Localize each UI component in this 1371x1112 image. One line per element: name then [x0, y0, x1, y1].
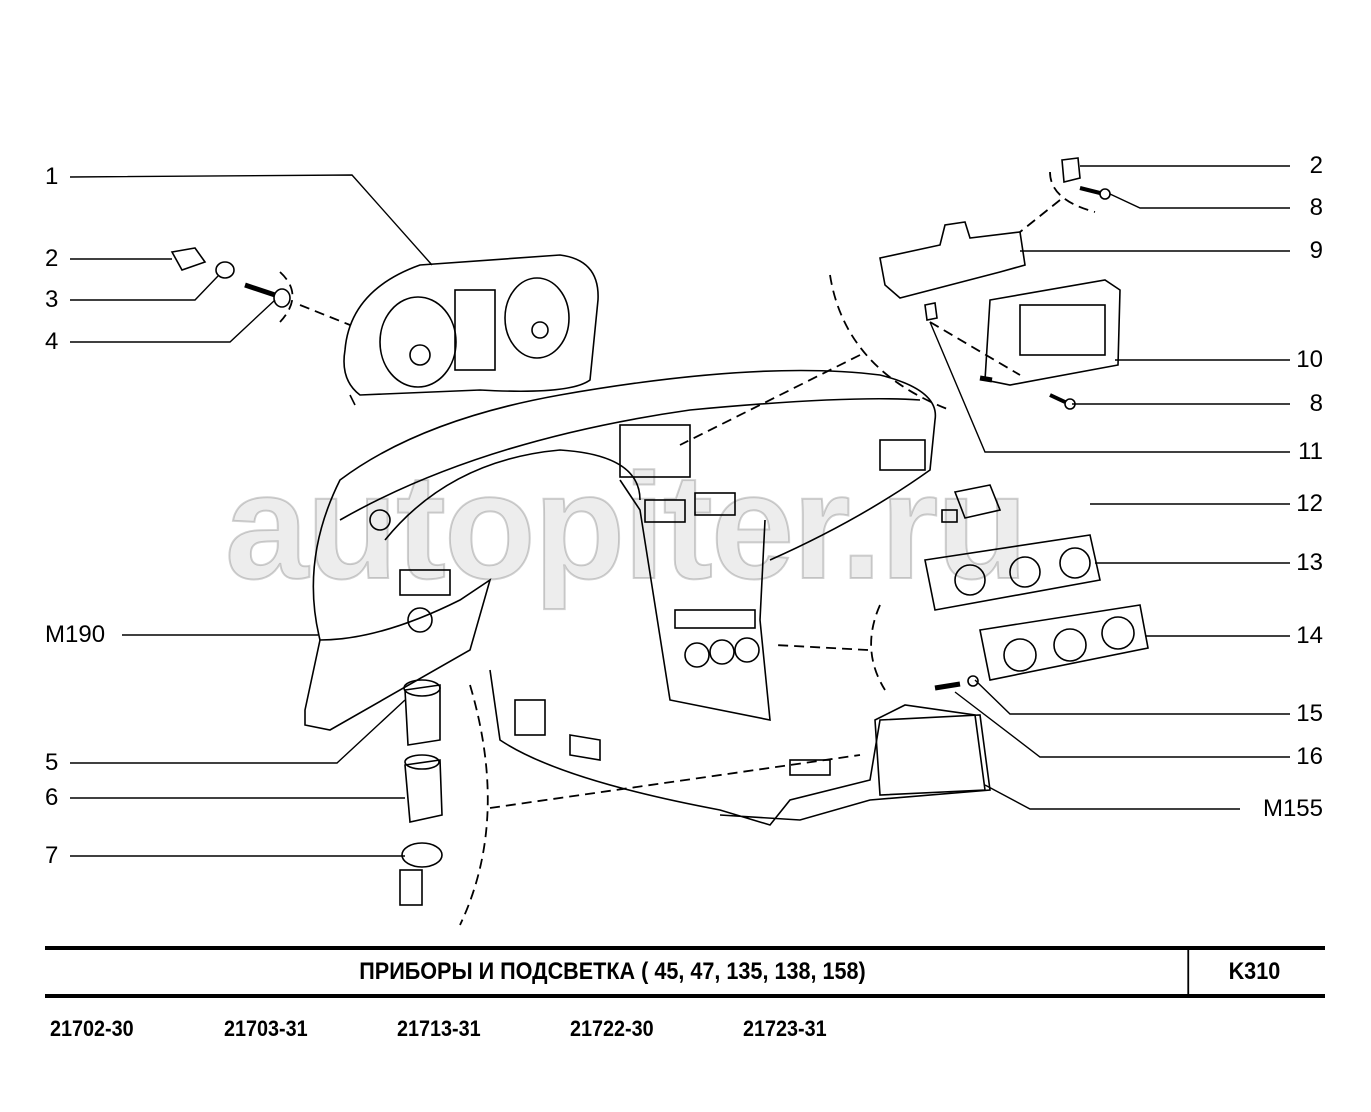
callout-11: 11: [1298, 438, 1323, 465]
callout-6: 6: [45, 784, 59, 811]
model-code: 21722-30: [570, 1016, 654, 1041]
callout-1: 1: [45, 163, 59, 190]
callout-8-bottom: 8: [1309, 390, 1323, 417]
instrument-cluster-drawing: [343, 254, 599, 406]
socket-lighter-drawing: [399, 679, 443, 906]
callout-4: 4: [45, 328, 59, 355]
callout-m155: M155: [1262, 795, 1323, 822]
diagram-title: ПРИБОРЫ И ПОДСВЕТКА ( 45, 47, 135, 138, …: [359, 958, 866, 985]
model-code: 21702-30: [50, 1016, 134, 1041]
callout-3: 3: [45, 286, 59, 313]
callout-16: 16: [1296, 743, 1323, 770]
callout-2: 2: [45, 245, 59, 272]
callout-14: 14: [1296, 622, 1323, 649]
title-block: ПРИБОРЫ И ПОДСВЕТКА ( 45, 47, 135, 138, …: [45, 946, 1325, 998]
callout-9: 9: [1309, 237, 1323, 264]
leader-lines-right: [929, 165, 1290, 810]
model-code: 21723-31: [743, 1016, 827, 1041]
clip-nut-screw-drawing: [170, 247, 291, 308]
model-code: 21713-31: [397, 1016, 481, 1041]
callout-8-top: 8: [1309, 194, 1323, 221]
callout-13: 13: [1296, 549, 1323, 576]
model-code: 21703-31: [224, 1016, 308, 1041]
callout-15: 15: [1296, 700, 1323, 727]
callout-m190: M190: [45, 621, 106, 648]
dashboard-drawing: [304, 369, 991, 826]
callout-5: 5: [45, 749, 59, 776]
callout-10: 10: [1296, 346, 1323, 373]
sheet-code: K310: [1187, 950, 1319, 994]
callout-2-right: 2: [1309, 152, 1323, 179]
assembly-dashed-lines: [279, 171, 1096, 926]
right-parts-drawing: [879, 157, 1149, 691]
callout-12: 12: [1296, 490, 1323, 517]
leader-lines-left: [69, 174, 433, 857]
callout-7: 7: [45, 842, 59, 869]
